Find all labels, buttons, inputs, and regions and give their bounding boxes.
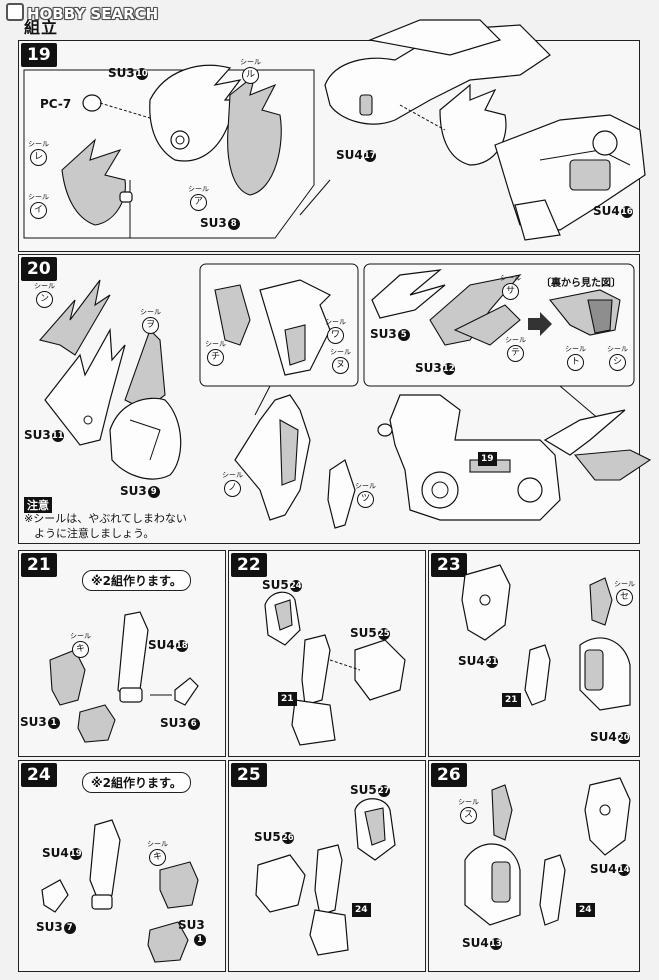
note-line-2: ように注意しましょう。: [34, 527, 155, 540]
seal-chi: シールチ: [205, 340, 226, 366]
ref-step-24: 24: [352, 903, 371, 917]
label-su3-12: SU312: [415, 361, 455, 375]
label-su5-24: SU524: [262, 578, 302, 592]
seal-shi: シールシ: [607, 345, 628, 371]
label-su5-26: SU526: [254, 830, 294, 844]
step-number: 25: [231, 763, 267, 787]
step-number: 22: [231, 553, 267, 577]
label-su4-14: SU414: [590, 862, 630, 876]
step-number: 19: [21, 43, 57, 67]
label-su4-20: SU420: [590, 730, 630, 744]
label-su3-11: SU311: [24, 428, 64, 442]
seal-nu: シールヌ: [330, 348, 351, 374]
label-su5-27: SU527: [350, 783, 390, 797]
seal-ki: シールキ: [147, 840, 168, 866]
seal-wa: シールワ: [325, 318, 346, 344]
view-from-back: 〔裏から見た図〕: [541, 278, 621, 289]
seal-i: シールイ: [28, 193, 49, 219]
make-two-badge: ※2組作ります。: [82, 570, 191, 591]
ref-step-21: 21: [278, 692, 297, 706]
make-two-badge: ※2組作ります。: [82, 772, 191, 793]
label-su5-25: SU525: [350, 626, 390, 640]
logo-icon: [6, 3, 24, 21]
step-number: 23: [431, 553, 467, 577]
seal-ki: シールキ: [70, 632, 91, 658]
step-number: 24: [21, 763, 57, 787]
label-pc7: PC-7: [40, 97, 72, 111]
seal-to: シールト: [565, 345, 586, 371]
step-number: 21: [21, 553, 57, 577]
seal-su: シールス: [458, 798, 479, 824]
seal-no: シールノ: [222, 471, 243, 497]
label-su4-19: SU419: [42, 846, 82, 860]
watermark: HOBBY SEARCH: [6, 3, 158, 23]
header-title: 組立: [24, 18, 59, 37]
seal-wo: シールヲ: [140, 308, 161, 334]
label-su4-17: SU417: [336, 148, 376, 162]
step-number: 26: [431, 763, 467, 787]
label-su4-16: SU416: [593, 204, 633, 218]
seal-ru: シールル: [240, 58, 261, 84]
seal-te: シールテ: [505, 336, 526, 362]
seal-se: シールセ: [614, 580, 635, 606]
seal-re: シールレ: [28, 140, 49, 166]
seal-n: シールン: [34, 282, 55, 308]
seal-sa: シールサ: [500, 274, 521, 300]
seal-a: シールア: [188, 185, 209, 211]
step-number: 20: [21, 257, 57, 281]
label-su3-10: SU310: [108, 66, 148, 80]
ref-step-19: 19: [478, 452, 497, 466]
label-su4-21: SU421: [458, 654, 498, 668]
label-su4-13: SU413: [462, 936, 502, 950]
seal-tsu: シールツ: [355, 482, 376, 508]
ref-step-21: 21: [502, 693, 521, 707]
note-line-1: ※シールは、やぶれてしまわない: [24, 512, 187, 525]
note-badge: 注意: [24, 497, 52, 513]
ref-step-24: 24: [576, 903, 595, 917]
label-su4-18: SU418: [148, 638, 188, 652]
